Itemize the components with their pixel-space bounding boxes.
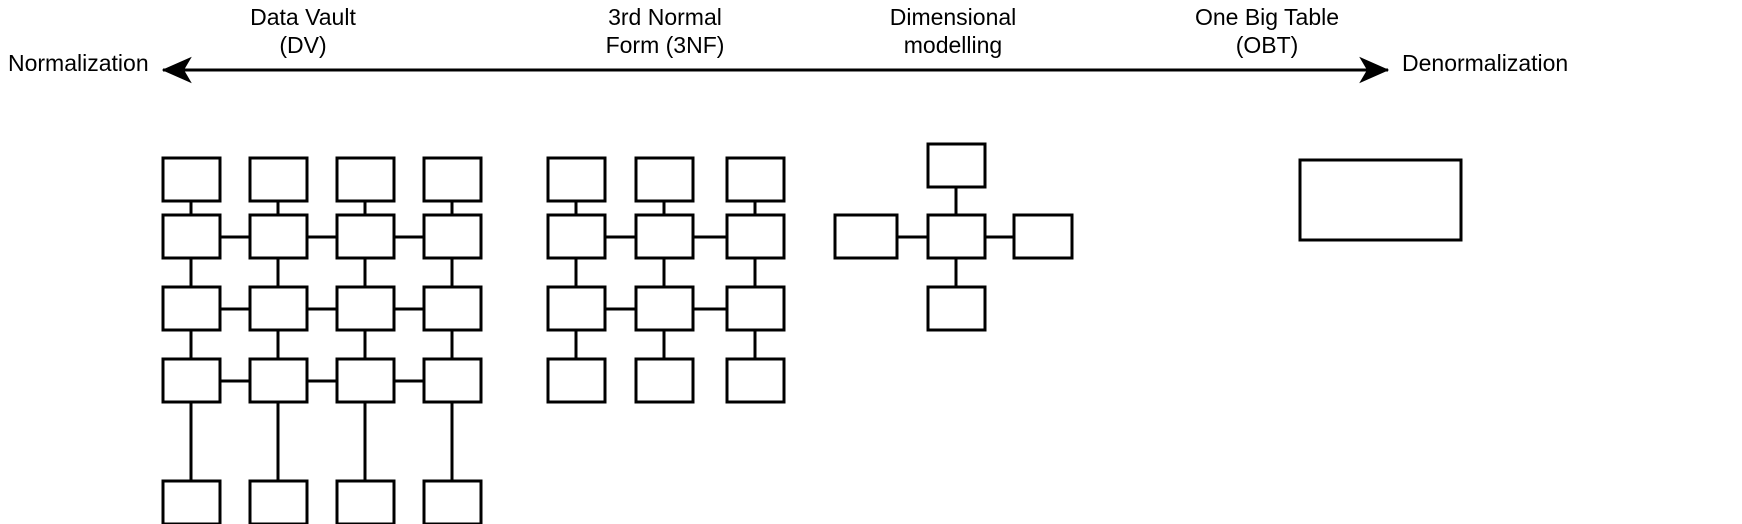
entity-box [248, 156, 309, 203]
entity-box [161, 213, 222, 260]
entity-box [248, 213, 309, 260]
third-normal-form-model-graphic [546, 156, 786, 404]
entity-box [422, 156, 483, 203]
dimension-box-bottom [926, 285, 987, 332]
entity-box [546, 213, 607, 260]
entity-box [161, 357, 222, 404]
entity-box [335, 479, 396, 524]
entity-box [335, 285, 396, 332]
dimension-box-top [926, 142, 987, 189]
column-title-data-vault: Data Vault (DV) [250, 4, 356, 58]
entity-box [634, 357, 695, 404]
entity-box [725, 285, 786, 332]
column-title-3nf: 3rd Normal Form (3NF) [605, 4, 725, 58]
entity-box [422, 479, 483, 524]
one-big-table-model-graphic [1298, 158, 1463, 242]
one-big-table-box [1298, 158, 1463, 242]
entity-box [725, 156, 786, 203]
fact-box-center [926, 213, 987, 260]
entity-box [546, 156, 607, 203]
column-title-obt: One Big Table (OBT) [1194, 4, 1340, 58]
entity-box [725, 357, 786, 404]
entity-box [422, 285, 483, 332]
dimensional-model-graphic [833, 142, 1074, 332]
entity-box [422, 357, 483, 404]
entity-box [335, 357, 396, 404]
entity-box [546, 285, 607, 332]
entity-box [634, 213, 695, 260]
entity-box [161, 285, 222, 332]
entity-box [335, 156, 396, 203]
dimension-box-left [833, 213, 899, 260]
entity-box [335, 213, 396, 260]
axis-label-normalization: Normalization [8, 50, 149, 76]
entity-box [546, 357, 607, 404]
entity-box [248, 479, 309, 524]
entity-box [725, 213, 786, 260]
entity-box [248, 357, 309, 404]
entity-box [634, 285, 695, 332]
dimension-box-right [1012, 213, 1074, 260]
column-title-dimensional: Dimensional modelling [889, 4, 1017, 58]
entity-box [161, 479, 222, 524]
entity-box [161, 156, 222, 203]
entity-box [422, 213, 483, 260]
entity-box [634, 156, 695, 203]
data-vault-model-graphic [161, 156, 483, 524]
entity-box [248, 285, 309, 332]
axis-label-denormalization: Denormalization [1402, 50, 1569, 76]
